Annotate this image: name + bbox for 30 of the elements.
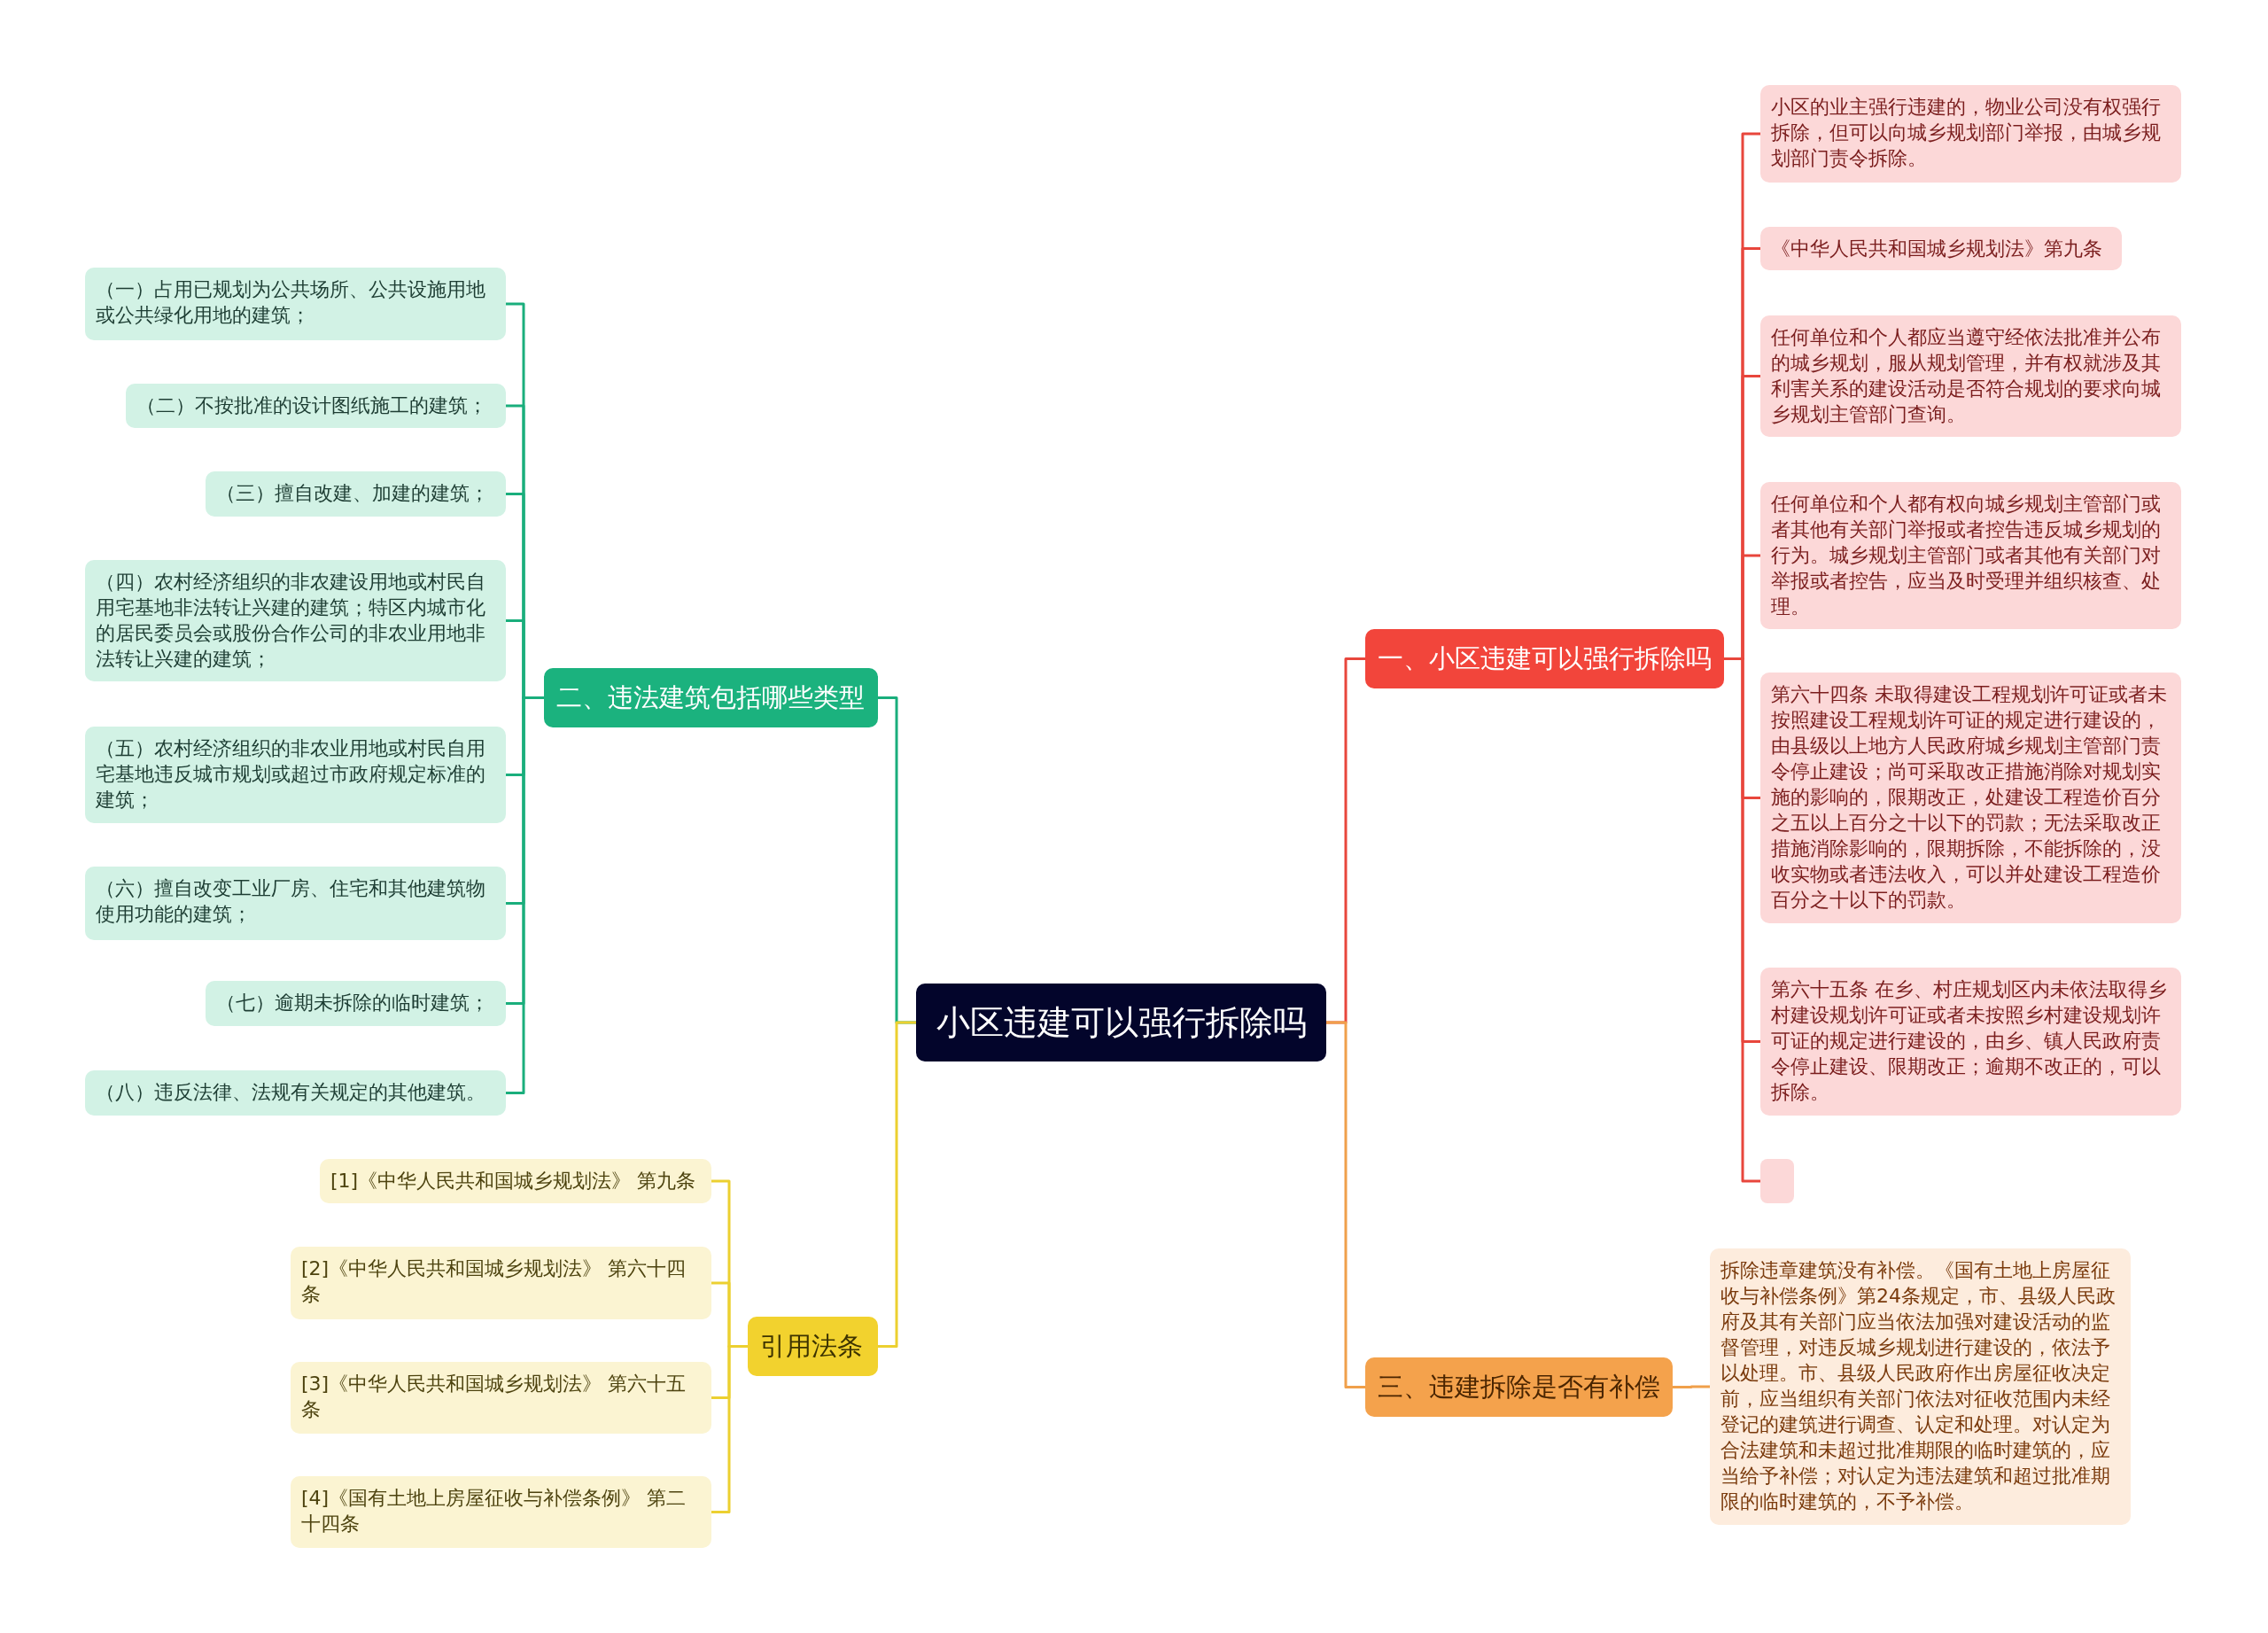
subtopic-card: （六）擅自改变工业厂房、住宅和其他建筑物使用功能的建筑；	[85, 867, 506, 940]
subtopic-card: 拆除违章建筑没有补偿。《国有土地上房屋征收与补偿条例》第24条规定，市、县级人民政府及其有关部门应当依法加强对建设活动的监督管理，对违反城乡规划进行建设的，依法予以处理。市、县级人民政府作出房屋征收决定前，应当组织有关部门依法对征收范围内未经登记的建筑进行调查、认定和处理。对认定为合法建筑和未超过批准期限的临时建筑的，应当给予补偿；对认定为违法建筑和超过批准期限的临时建筑的，不予补偿。	[1710, 1248, 2131, 1525]
subtopic-card: （二）不按批准的设计图纸施工的建筑；	[126, 384, 506, 428]
branch-topic: 引用法条	[748, 1317, 878, 1376]
connector-line	[1673, 1385, 1710, 1388]
subtopic-card: （七）逾期未拆除的临时建筑；	[206, 981, 506, 1026]
connector-line	[1326, 1021, 1365, 1388]
branch-topic: 二、违法建筑包括哪些类型	[544, 668, 878, 727]
subtopic-card: 第六十四条 未取得建设工程规划许可证或者未按照建设工程规划许可证的规定进行建设的，由县级以上地方人民政府城乡规划主管部门责令停止建设；尚可采取改正措施消除对规划实施的影响的，限期改正，处建设工程造价百分之五以上百分之十以下的罚款；无法采取改正措施消除影响的，限期拆除，不能拆除的，没收实物或者违法收入，可以并处建设工程造价百分之十以下的罚款。	[1760, 673, 2181, 923]
subtopic-card: [1]《中华人民共和国城乡规划法》 第九条	[320, 1159, 711, 1203]
subtopic-card: （五）农村经济组织的非农业用地或村民自用宅基地违反城市规划或超过市政府规定标准的建筑；	[85, 727, 506, 823]
subtopic-card: [3]《中华人民共和国城乡规划法》 第六十五条	[291, 1362, 711, 1434]
subtopic-card: [2]《中华人民共和国城乡规划法》 第六十四条	[291, 1247, 711, 1319]
connector-line	[711, 1345, 748, 1513]
subtopic-card: 小区的业主强行违建的，物业公司没有权强行拆除，但可以向城乡规划部门举报，由城乡规划部门责令拆除。	[1760, 85, 2181, 183]
subtopic-card: （八）违反法律、法规有关规定的其他建筑。	[85, 1070, 506, 1116]
subtopic-card: 任何单位和个人都应当遵守经依法批准并公布的城乡规划，服从规划管理，并有权就涉及其利害关系的建设活动是否符合规划的要求向城乡规划主管部门查询。	[1760, 315, 2181, 437]
branch-topic: 三、违建拆除是否有补偿	[1365, 1357, 1673, 1417]
subtopic-card: 第六十五条 在乡、村庄规划区内未依法取得乡村建设规划许可证或者未按照乡村建设规划许可证的规定进行建设的，由乡、镇人民政府责令停止建设、限期改正；逾期不改正的，可以拆除。	[1760, 968, 2181, 1116]
subtopic-card: 《中华人民共和国城乡规划法》第九条	[1760, 227, 2122, 270]
subtopic-card: （一）占用已规划为公共场所、公共设施用地或公共绿化用地的建筑；	[85, 268, 506, 340]
subtopic-card: （四）农村经济组织的非农建设用地或村民自用宅基地非法转让兴建的建筑；特区内城市化的居民委员会或股份合作公司的非农业用地非法转让兴建的建筑；	[85, 560, 506, 681]
branch-topic: 一、小区违建可以强行拆除吗	[1365, 629, 1724, 688]
root-topic: 小区违建可以强行拆除吗	[916, 984, 1326, 1061]
subtopic-card: 任何单位和个人都有权向城乡规划主管部门或者其他有关部门举报或者控告违反城乡规划的行为。城乡规划主管部门或者其他有关部门对举报或者控告，应当及时受理并组织核查、处理。	[1760, 482, 2181, 629]
empty-box	[1760, 1159, 1794, 1203]
subtopic-card: （三）擅自改建、加建的建筑；	[206, 471, 506, 517]
subtopic-card: [4]《国有土地上房屋征收与补偿条例》 第二十四条	[291, 1476, 711, 1548]
connector-line	[878, 1021, 916, 1348]
connector-line	[506, 696, 544, 1094]
